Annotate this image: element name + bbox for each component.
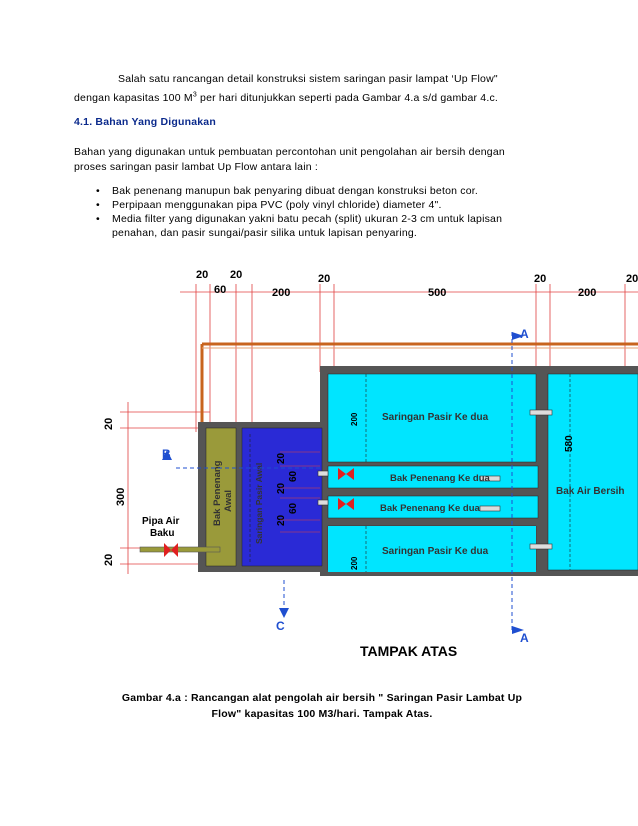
intro-line-1: Salah satu rancangan detail konstruksi s…: [118, 73, 498, 85]
intro-line-2-post: per hari ditunjukkan seperti pada Gambar…: [196, 91, 499, 104]
dim-top-200-a: 200: [272, 287, 290, 299]
dim-left-20-top: 20: [103, 418, 115, 430]
bullet-text: Media filter yang digunakan yakni batu p…: [112, 213, 503, 225]
section-c-arrow-icon: [279, 608, 289, 618]
materials-paragraph: Bahan yang digunakan untuk pembuatan per…: [74, 145, 594, 175]
label-pipa-air-1: Pipa Air: [142, 516, 180, 527]
list-item: • Media filter yang digunakan yakni batu …: [74, 212, 594, 240]
section-a-bottom-arrow-icon: [512, 626, 524, 634]
section-a-bottom: A: [520, 631, 529, 645]
label-bak-penenang-kedua-1: Bak Penenang Ke dua: [390, 473, 490, 484]
dim-top-20-b: 20: [230, 269, 242, 281]
label-saringan-kedua-bottom: Saringan Pasir Ke dua: [382, 546, 489, 557]
bullet-icon: •: [96, 213, 100, 225]
para-line-1: Bahan yang digunakan untuk pembuatan per…: [74, 146, 505, 158]
list-item: • Perpipaan menggunakan pipa PVC (poly vi…: [74, 198, 594, 212]
label-bak-penenang-kedua-2: Bak Penenang Ke dua: [380, 503, 480, 514]
dim-left-300: 300: [115, 488, 127, 506]
bullet-text: Bak penenang manupun bak penyaring dibua…: [112, 185, 479, 197]
dim-top-500: 500: [428, 287, 446, 299]
section-a-top-arrow-icon: [512, 332, 524, 340]
figure-caption: Gambar 4.a : Rancangan alat pengolah air…: [82, 690, 562, 722]
bak-penenang-awal: [205, 427, 237, 567]
caption-line-2: Flow" kapasitas 100 M3/hari. Tampak Atas…: [211, 708, 433, 720]
section-b-arrow-icon: [162, 450, 172, 460]
dim-top-20-a: 20: [196, 269, 208, 281]
section-b: B: [162, 447, 171, 461]
inlet-valve-icon: [164, 543, 178, 557]
inner-dim-lines: [280, 451, 320, 533]
drawing-title: TAMPAK ATAS: [360, 643, 457, 659]
inner-dashed-lines: [249, 374, 571, 572]
label-bak-penenang-awal-2: Awal: [223, 490, 234, 512]
label-dim-200-top: 200: [350, 412, 359, 426]
intro-paragraph: Salah satu rancangan detail konstruksi s…: [74, 72, 594, 106]
label-saringan-kedua-top: Saringan Pasir Ke dua: [382, 412, 489, 423]
valve-icon: [338, 498, 354, 510]
saringan-pasir-awal: [241, 427, 323, 567]
bak-penenang-kedua-2: [327, 495, 539, 519]
dim-top-200-b: 200: [578, 287, 596, 299]
label-bak-penenang-awal-1: Bak Penenang: [212, 460, 223, 526]
overflow-markers: [317, 409, 553, 550]
bak-penenang-kedua-1: [327, 465, 539, 489]
dim-top-20-c: 20: [318, 273, 330, 285]
raw-water-pipe: [139, 546, 221, 553]
label-bak-air-bersih: Bak Air Bersih: [556, 486, 625, 497]
intro-line-2: dengan kapasitas 100 M3 per hari ditunju…: [74, 91, 499, 104]
label-dim-580: 580: [564, 435, 575, 452]
bullet-text: Perpipaan menggunakan pipa PVC (poly vin…: [112, 199, 442, 211]
dim-top-20-e: 20: [626, 273, 638, 285]
section-heading: 4.1. Bahan Yang Digunakan: [74, 116, 216, 128]
dim-top-60: 60: [214, 284, 226, 296]
bak-air-bersih: [547, 373, 638, 571]
label-pipa-air-2: Baku: [150, 528, 174, 539]
inner-dim-60-b: 60: [288, 502, 299, 514]
tampak-atas-drawing: 20 20 60 200 20 500 20 200 20 20 300 20: [103, 269, 638, 659]
section-lines: [176, 332, 513, 632]
section-a-top: A: [520, 327, 529, 341]
valve-icon: [338, 468, 354, 480]
dim-top-20-d: 20: [534, 273, 546, 285]
bullet-icon: •: [96, 199, 100, 211]
para-line-2: proses saringan pasir lambat Up Flow ant…: [74, 161, 319, 173]
inner-dim-60-a: 60: [288, 470, 299, 482]
bottom-saringan-fill: [328, 528, 536, 572]
intro-superscript: 3: [192, 91, 197, 98]
bullet-text-cont: penahan, dan pasir sungai/pasir silika u…: [112, 227, 418, 239]
label-saringan-pasir-awal: Saringan Pasir Awal: [254, 463, 264, 544]
list-item: • Bak penenang manupun bak penyaring dibu…: [74, 184, 594, 198]
inlet-pipe: [200, 342, 638, 422]
bullet-icon: •: [96, 185, 100, 197]
inner-dim-20-a: 20: [276, 452, 287, 464]
label-dim-200-bottom: 200: [350, 556, 359, 570]
dim-left-20-bottom: 20: [103, 554, 115, 566]
top-dimension-lines: [180, 284, 638, 432]
materials-list: • Bak penenang manupun bak penyaring dibu…: [74, 184, 594, 240]
saringan-kedua-top: [327, 373, 537, 463]
caption-line-1: Gambar 4.a : Rancangan alat pengolah air…: [121, 692, 523, 704]
section-c: C: [276, 619, 285, 633]
intro-line-2-pre: dengan kapasitas 100 M: [74, 91, 193, 104]
